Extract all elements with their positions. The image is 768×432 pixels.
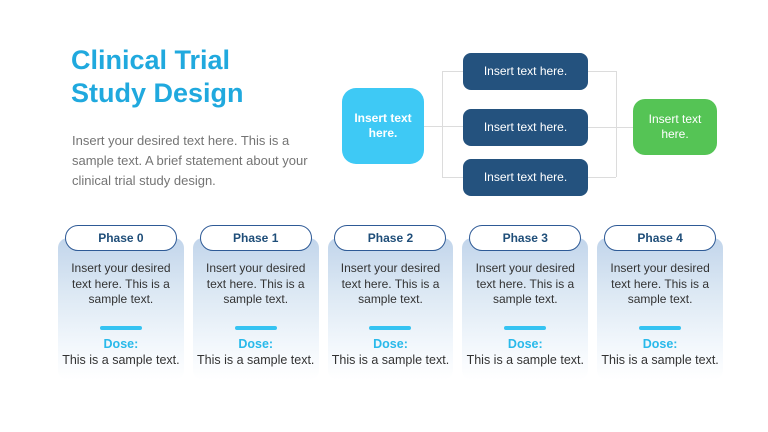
- flowchart-branch-box-1: Insert text here.: [463, 53, 588, 90]
- dose-text: This is a sample text.: [466, 352, 584, 367]
- phase-body-text: Insert your desired text here. This is a…: [610, 261, 710, 307]
- dose-label: Dose:: [642, 336, 678, 351]
- connector-line-left-bottom: [442, 177, 463, 178]
- dose-divider: [369, 325, 412, 330]
- phase-card-body-4: Insert your desired text here. This is a…: [597, 238, 723, 380]
- phase-pill-0: Phase 0: [64, 225, 177, 251]
- phase-pill-label: Phase 1: [233, 231, 279, 245]
- slide-title-line1: Clinical Trial: [71, 45, 231, 75]
- slide-title-line2: Study Design: [71, 78, 244, 108]
- phase-card-body-2: Insert your desired text here. This is a…: [327, 238, 454, 380]
- flowchart-start-box: Insert text here.: [342, 88, 424, 164]
- slide-title: Clinical Trial Study Design: [71, 44, 281, 110]
- phase-body-text: Insert your desired text here. This is a…: [71, 261, 171, 307]
- dose-text: This is a sample text.: [601, 352, 719, 367]
- phase-card-4: Phase 4 Insert your desired text here. T…: [597, 225, 723, 395]
- phase-pill-label: Phase 4: [637, 231, 683, 245]
- phase-cards-row: Phase 0 Insert your desired text here. T…: [58, 225, 723, 395]
- phase-pill-2: Phase 2: [334, 225, 447, 251]
- phase-card-3: Phase 3 Insert your desired text here. T…: [462, 225, 589, 395]
- connector-line-start-to-spine: [424, 126, 463, 127]
- connector-line-right-spine: [616, 71, 617, 177]
- connector-line-right-bottom: [588, 177, 616, 178]
- dose-divider: [504, 325, 547, 330]
- phase-pill-label: Phase 3: [502, 231, 548, 245]
- phase-card-body-1: Insert your desired text here. This is a…: [192, 238, 319, 380]
- dose-divider: [99, 325, 142, 330]
- phase-pill-4: Phase 4: [604, 225, 717, 251]
- dose-label: Dose:: [238, 336, 274, 351]
- connector-line-spine-to-end: [588, 127, 633, 128]
- phase-card-2: Phase 2 Insert your desired text here. T…: [327, 225, 454, 395]
- phase-body-text: Insert your desired text here. This is a…: [206, 261, 306, 307]
- connector-line-left-top: [442, 71, 463, 72]
- phase-card-1: Phase 1 Insert your desired text here. T…: [192, 225, 319, 395]
- dose-text: This is a sample text.: [196, 352, 315, 367]
- phase-card-body-3: Insert your desired text here. This is a…: [462, 238, 589, 380]
- phase-pill-label: Phase 2: [367, 231, 414, 245]
- dose-label: Dose:: [507, 336, 543, 351]
- dose-label: Dose:: [103, 336, 139, 351]
- phase-card-0: Phase 0 Insert your desired text here. T…: [58, 225, 184, 395]
- slide-description: Insert your desired text here. This is a…: [72, 133, 308, 188]
- connector-line-left-spine: [442, 71, 443, 177]
- phase-body-text: Insert your desired text here. This is a…: [340, 261, 441, 307]
- phase-card-body-0: Insert your desired text here. This is a…: [58, 238, 184, 380]
- phase-pill-label: Phase 0: [98, 231, 144, 245]
- phase-pill-1: Phase 1: [199, 225, 312, 251]
- flowchart-branch-box-2: Insert text here.: [463, 109, 588, 146]
- dose-text: This is a sample text.: [62, 352, 180, 367]
- flowchart-branch-box-3: Insert text here.: [463, 159, 588, 196]
- dose-divider: [639, 325, 682, 330]
- dose-divider: [234, 325, 277, 330]
- dose-label: Dose:: [373, 336, 408, 351]
- phase-pill-3: Phase 3: [469, 225, 582, 251]
- connector-line-right-top: [588, 71, 616, 72]
- phase-body-text: Insert your desired text here. This is a…: [475, 261, 575, 307]
- flowchart-end-box: Insert text here.: [633, 99, 717, 155]
- dose-text: This is a sample text.: [331, 352, 450, 367]
